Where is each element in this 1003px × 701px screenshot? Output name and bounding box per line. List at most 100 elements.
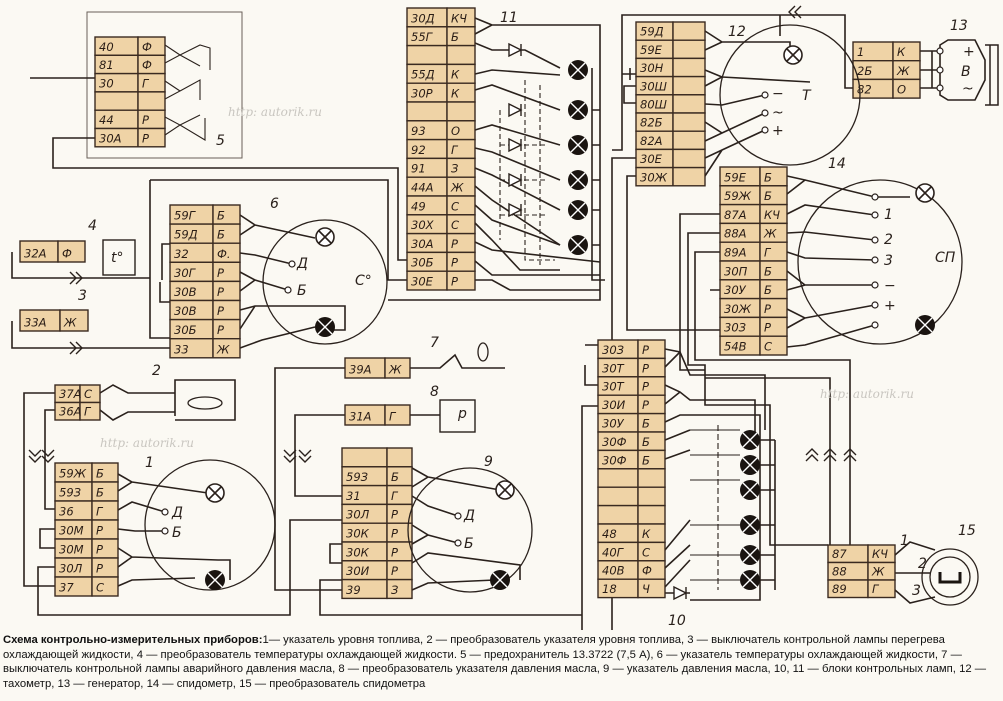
terminal-icon — [936, 84, 944, 92]
gauge-14-plus: + — [884, 298, 896, 314]
pin-code: 32А — [24, 247, 47, 261]
lamp-icon — [315, 227, 335, 247]
wire-color: Б — [451, 30, 459, 44]
gauge-14-t3: 3 — [884, 253, 893, 269]
pin-code: 30Т — [602, 380, 625, 394]
wire-color-cell — [137, 91, 166, 111]
wire-color-cell — [637, 578, 666, 599]
warning-lamp-icon — [740, 545, 760, 565]
pin-code: 59Е — [724, 170, 747, 184]
wire-color: Г — [764, 246, 772, 260]
wire-color: Ч — [642, 582, 650, 596]
wire-color-cell — [137, 127, 166, 148]
wire-color: Б — [217, 209, 225, 223]
wire-color-cell — [672, 57, 706, 78]
wire-color: Г — [389, 410, 397, 424]
pin-label-3: 3 — [912, 583, 921, 599]
wire-color: Р — [391, 545, 398, 559]
label-13: 13 — [950, 18, 968, 34]
wire-color: Р — [142, 131, 149, 145]
wire-color: Ж — [388, 363, 402, 377]
label-2: 2 — [152, 363, 161, 379]
pin-code: 91 — [411, 162, 426, 176]
pin-code: 30У — [724, 283, 747, 297]
wire-color: К — [897, 45, 906, 59]
wire-color: Б — [642, 435, 650, 449]
pin-code: 40Г — [602, 545, 625, 559]
pin-cell — [406, 101, 448, 122]
wire-color: Р — [96, 562, 103, 576]
temperature-sensor-icon — [102, 239, 136, 276]
gauge-9-b: Б — [464, 536, 474, 552]
connector-plug-icon — [805, 448, 819, 462]
pin-code: 30З — [602, 343, 625, 357]
pin-code: 30Н — [640, 61, 664, 75]
pin-code: 30М — [59, 543, 84, 557]
warning-lamp-icon — [740, 570, 760, 590]
pin-code: 59Е — [640, 43, 663, 57]
pin-code: 30Ж — [640, 170, 668, 184]
label-3: 3 — [78, 288, 87, 304]
pin-cell — [597, 504, 639, 525]
wire-color: Р — [217, 323, 224, 337]
connector-plug-icon — [823, 448, 837, 462]
wire-color-cell — [212, 338, 241, 359]
wire-color: Ж — [450, 181, 464, 195]
label-12: 12 — [728, 24, 746, 40]
wire-color: Ж — [896, 64, 910, 78]
wire-color-cell — [59, 309, 89, 332]
wire-color-cell — [672, 166, 706, 187]
wire-color: Г — [142, 76, 150, 90]
diode-icon — [508, 172, 523, 188]
gauge-14-minus: − — [884, 278, 896, 294]
pin-code: 33 — [174, 342, 189, 356]
diode-icon — [673, 585, 688, 601]
wire-color: Р — [96, 543, 103, 557]
wire-color: Ф. — [217, 247, 231, 261]
pin-code: 88А — [724, 227, 747, 241]
pin-code: 30Ф — [602, 453, 627, 467]
pin-code: 55Д — [411, 68, 435, 82]
wire-color: Р — [642, 380, 649, 394]
gauge-6-name: С° — [355, 273, 372, 289]
terminal-icon — [288, 260, 296, 268]
gauge-6-b: Б — [297, 283, 307, 299]
wire-color: Ф — [142, 58, 152, 72]
pin-code: 1 — [857, 45, 864, 59]
pin-code: 87 — [832, 547, 847, 561]
terminal-icon — [871, 301, 879, 309]
wire-color-cell — [446, 270, 476, 291]
wire-color: Г — [96, 505, 104, 519]
warning-lamp-icon — [315, 317, 335, 337]
pin-code: 32 — [174, 247, 189, 261]
label-5: 5 — [216, 133, 225, 149]
wire-color-cell — [386, 447, 413, 468]
label-10: 10 — [668, 613, 686, 629]
pin-code: 30В — [174, 304, 197, 318]
warning-lamp-icon — [740, 455, 760, 475]
lamp-icon — [783, 45, 803, 65]
terminal-icon — [871, 256, 879, 264]
wire-color-cell — [384, 404, 411, 426]
wire-color-cell — [672, 112, 706, 132]
wire-color: Б — [642, 417, 650, 431]
watermark: http: autorik.ru — [100, 436, 194, 450]
oil-pressure-gauge-dial — [407, 467, 533, 593]
pin-code: 30Е — [640, 152, 663, 166]
wire-color-cell — [79, 401, 101, 421]
wire-color-cell — [384, 357, 411, 379]
pin-code: 40В — [602, 564, 625, 578]
pin-code: 44А — [411, 181, 434, 195]
symbols — [28, 5, 999, 606]
wire-color-cell — [672, 130, 706, 151]
wire-color: Р — [217, 285, 224, 299]
terminal-icon — [284, 286, 292, 294]
pin-code: 93 — [411, 124, 426, 138]
diode-icon — [508, 202, 523, 218]
